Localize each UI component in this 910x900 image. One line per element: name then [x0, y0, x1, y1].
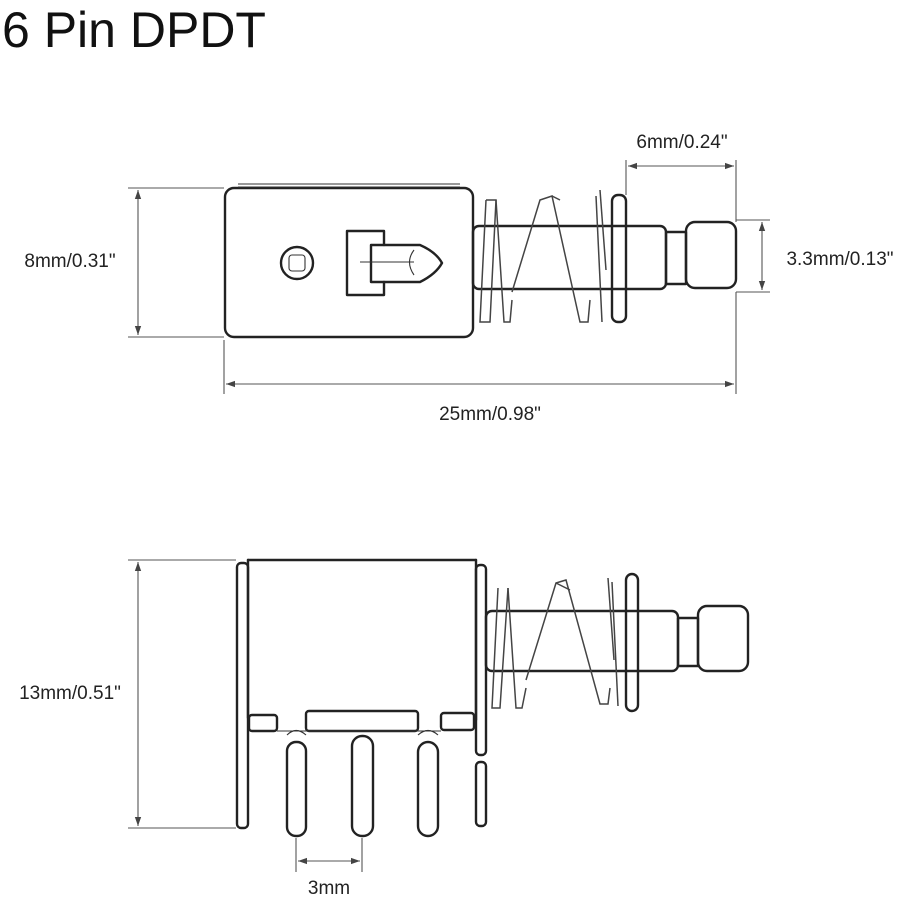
top-view: 8mm/0.31" 6mm/0.24" 3.3mm/0.13" 25mm/0.9… — [24, 132, 893, 425]
page-title: 6 Pin DPDT — [2, 2, 266, 58]
dim-body-height-side: 13mm/0.51" — [19, 683, 121, 704]
plunger-top — [471, 193, 738, 324]
spring-top — [479, 189, 607, 323]
dim-total-length: 25mm/0.98" — [439, 404, 541, 425]
dim-plunger-diameter: 3.3mm/0.13" — [786, 249, 893, 270]
dim-body-height-top: 8mm/0.31" — [24, 251, 115, 272]
pin-1 — [285, 740, 308, 838]
solder-pins — [285, 729, 440, 838]
pin-3 — [416, 740, 440, 838]
dim-plunger-length: 6mm/0.24" — [636, 132, 727, 153]
side-view: 13mm/0.51" 3mm — [19, 558, 750, 899]
switch-body-top — [223, 186, 475, 339]
pin-2 — [350, 734, 375, 838]
mounting-hole — [279, 245, 315, 281]
spring-side — [491, 577, 619, 709]
dim-pin-pitch: 3mm — [308, 878, 350, 899]
plunger-side — [484, 572, 750, 713]
latch-mechanism — [345, 229, 444, 297]
switch-body-side — [235, 558, 488, 830]
